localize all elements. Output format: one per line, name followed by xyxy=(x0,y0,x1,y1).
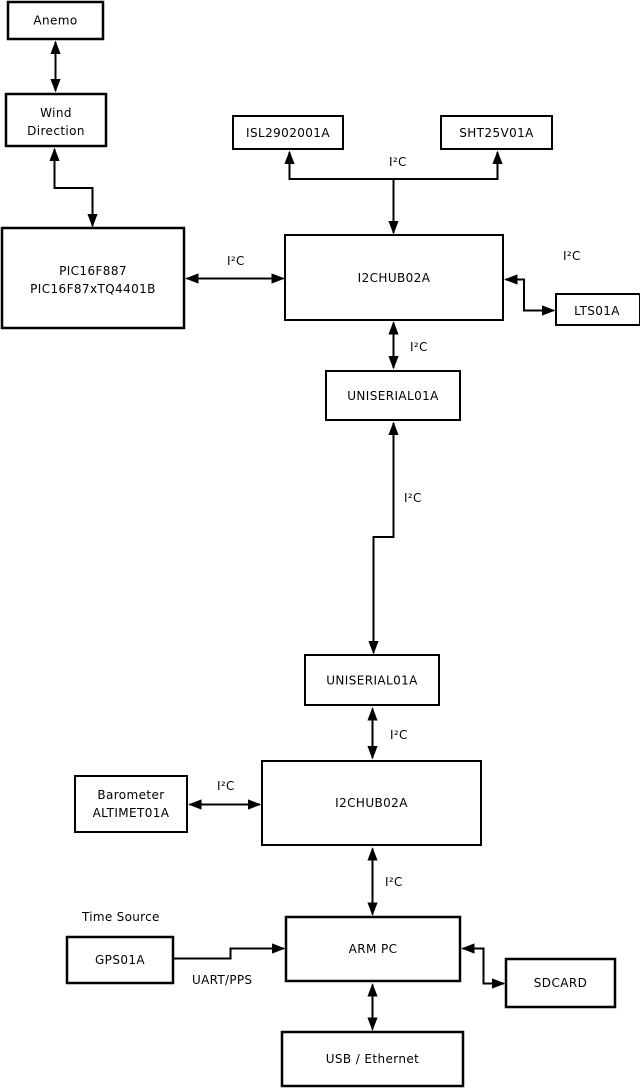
uniserial-bottom-box xyxy=(304,654,440,706)
pic-label-line1: PIC16F887 xyxy=(59,264,127,278)
sdcard-box xyxy=(504,957,617,1009)
node-isl: ISL2902001A xyxy=(232,115,344,150)
i2chub-top-label: I2CHUB02A xyxy=(358,271,431,285)
node-gps: GPS01A xyxy=(65,935,175,985)
conn-uniserial-top-uniserial-bottom xyxy=(368,421,399,655)
label-i2c-pic-hub: I²C xyxy=(227,254,245,268)
barometer-label-line1: Barometer xyxy=(97,788,164,802)
isl-box xyxy=(232,115,344,150)
usb-ethernet-label: USB / Ethernet xyxy=(326,1052,420,1066)
conn-i2chub-top-lts xyxy=(504,274,556,316)
node-armpc: ARM PC xyxy=(284,915,462,983)
sht-box xyxy=(440,115,553,150)
label-i2c-sensors-tee: I²C xyxy=(389,155,407,169)
armpc-box xyxy=(284,915,462,983)
usb-ethernet-box xyxy=(280,1030,465,1088)
uniserial-bottom-label: UNISERIAL01A xyxy=(326,674,418,688)
conn-gps-armpc xyxy=(173,943,286,960)
sdcard-label: SDCARD xyxy=(534,976,587,990)
uniserial-top-label: UNISERIAL01A xyxy=(347,389,439,403)
label-i2c-uniserial-link: I²C xyxy=(404,491,422,505)
barometer-label-line2: ALTIMET01A xyxy=(93,806,170,820)
node-lts: LTS01A xyxy=(555,293,640,326)
node-uniserial-top: UNISERIAL01A xyxy=(325,370,461,421)
i2chub-bottom-box xyxy=(261,760,482,846)
node-barometer: Barometer ALTIMET01A xyxy=(74,775,188,833)
gps-label: GPS01A xyxy=(95,953,145,967)
pic-label-line2: PIC16F87xTQ4401B xyxy=(30,282,156,296)
node-anemo: Anemo xyxy=(6,0,105,41)
node-i2chub-bottom: I2CHUB02A xyxy=(261,760,482,846)
node-pic: PIC16F887 PIC16F87xTQ4401B xyxy=(0,226,186,330)
label-i2c-hub-lts: I²C xyxy=(563,249,581,263)
label-i2c-hub-uniserial: I²C xyxy=(410,340,428,354)
uniserial-top-box xyxy=(325,370,461,421)
node-uniserial-bottom: UNISERIAL01A xyxy=(304,654,440,706)
conn-wind-pic xyxy=(49,147,98,228)
sht-label: SHT25V01A xyxy=(459,126,534,140)
pic-box xyxy=(0,226,186,330)
isl-label: ISL2902001A xyxy=(246,126,330,140)
node-sdcard: SDCARD xyxy=(504,957,617,1009)
conn-armpc-sdcard xyxy=(461,943,506,989)
anemo-box xyxy=(6,0,105,41)
barometer-box xyxy=(74,775,188,833)
i2chub-bottom-label: I2CHUB02A xyxy=(335,796,408,810)
lts-box xyxy=(555,293,640,326)
node-sht: SHT25V01A xyxy=(440,115,553,150)
anemo-label: Anemo xyxy=(33,14,77,28)
label-i2c-uniserial-hub2: I²C xyxy=(390,728,408,742)
wind-direction-box xyxy=(4,92,108,148)
node-i2chub-top: I2CHUB02A xyxy=(284,234,504,321)
node-wind-direction: Wind Direction xyxy=(4,92,108,148)
label-i2c-barometer-hub2: I²C xyxy=(217,779,235,793)
wind-direction-label-line2: Direction xyxy=(27,124,85,138)
i2chub-top-box xyxy=(284,234,504,321)
lts-label: LTS01A xyxy=(574,304,620,318)
node-usb-ethernet: USB / Ethernet xyxy=(280,1030,465,1088)
label-uart-pps: UART/PPS xyxy=(192,973,252,987)
gps-box xyxy=(65,935,175,985)
armpc-label: ARM PC xyxy=(349,942,398,956)
wind-direction-label-line1: Wind xyxy=(40,106,72,120)
label-i2c-hub2-armpc: I²C xyxy=(385,875,403,889)
label-time-source: Time Source xyxy=(81,910,160,924)
